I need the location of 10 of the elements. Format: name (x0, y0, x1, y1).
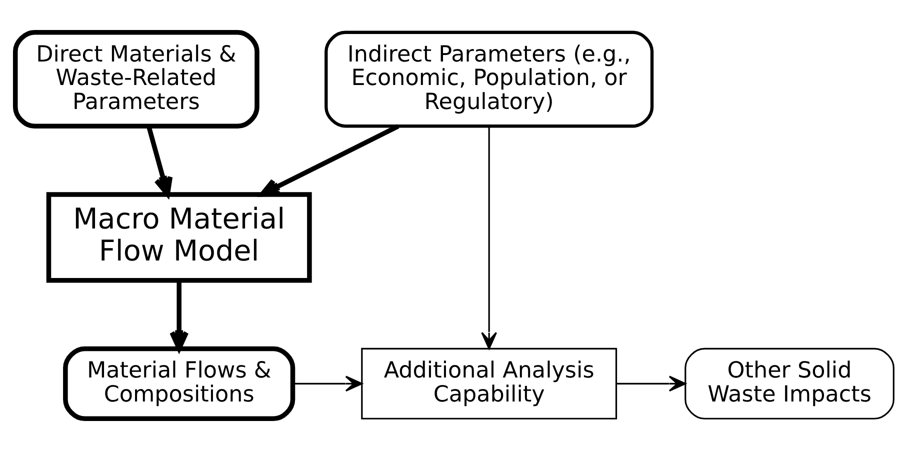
arrow (260, 124, 400, 196)
node-box: Material Flows & Compositions (63, 346, 296, 421)
node-box: Direct Materials & Waste-Related Parameters (12, 29, 260, 128)
node-box: Other Solid Waste Impacts (684, 347, 894, 419)
node-box: Macro Material Flow Model (46, 192, 312, 282)
arrow (481, 126, 498, 349)
arrow (616, 375, 686, 392)
node-box: Additional Analysis Capability (361, 347, 618, 419)
arrow (292, 375, 363, 392)
node-box: Indirect Parameters (e.g., Economic, Population, or Regulatory) (324, 30, 654, 128)
